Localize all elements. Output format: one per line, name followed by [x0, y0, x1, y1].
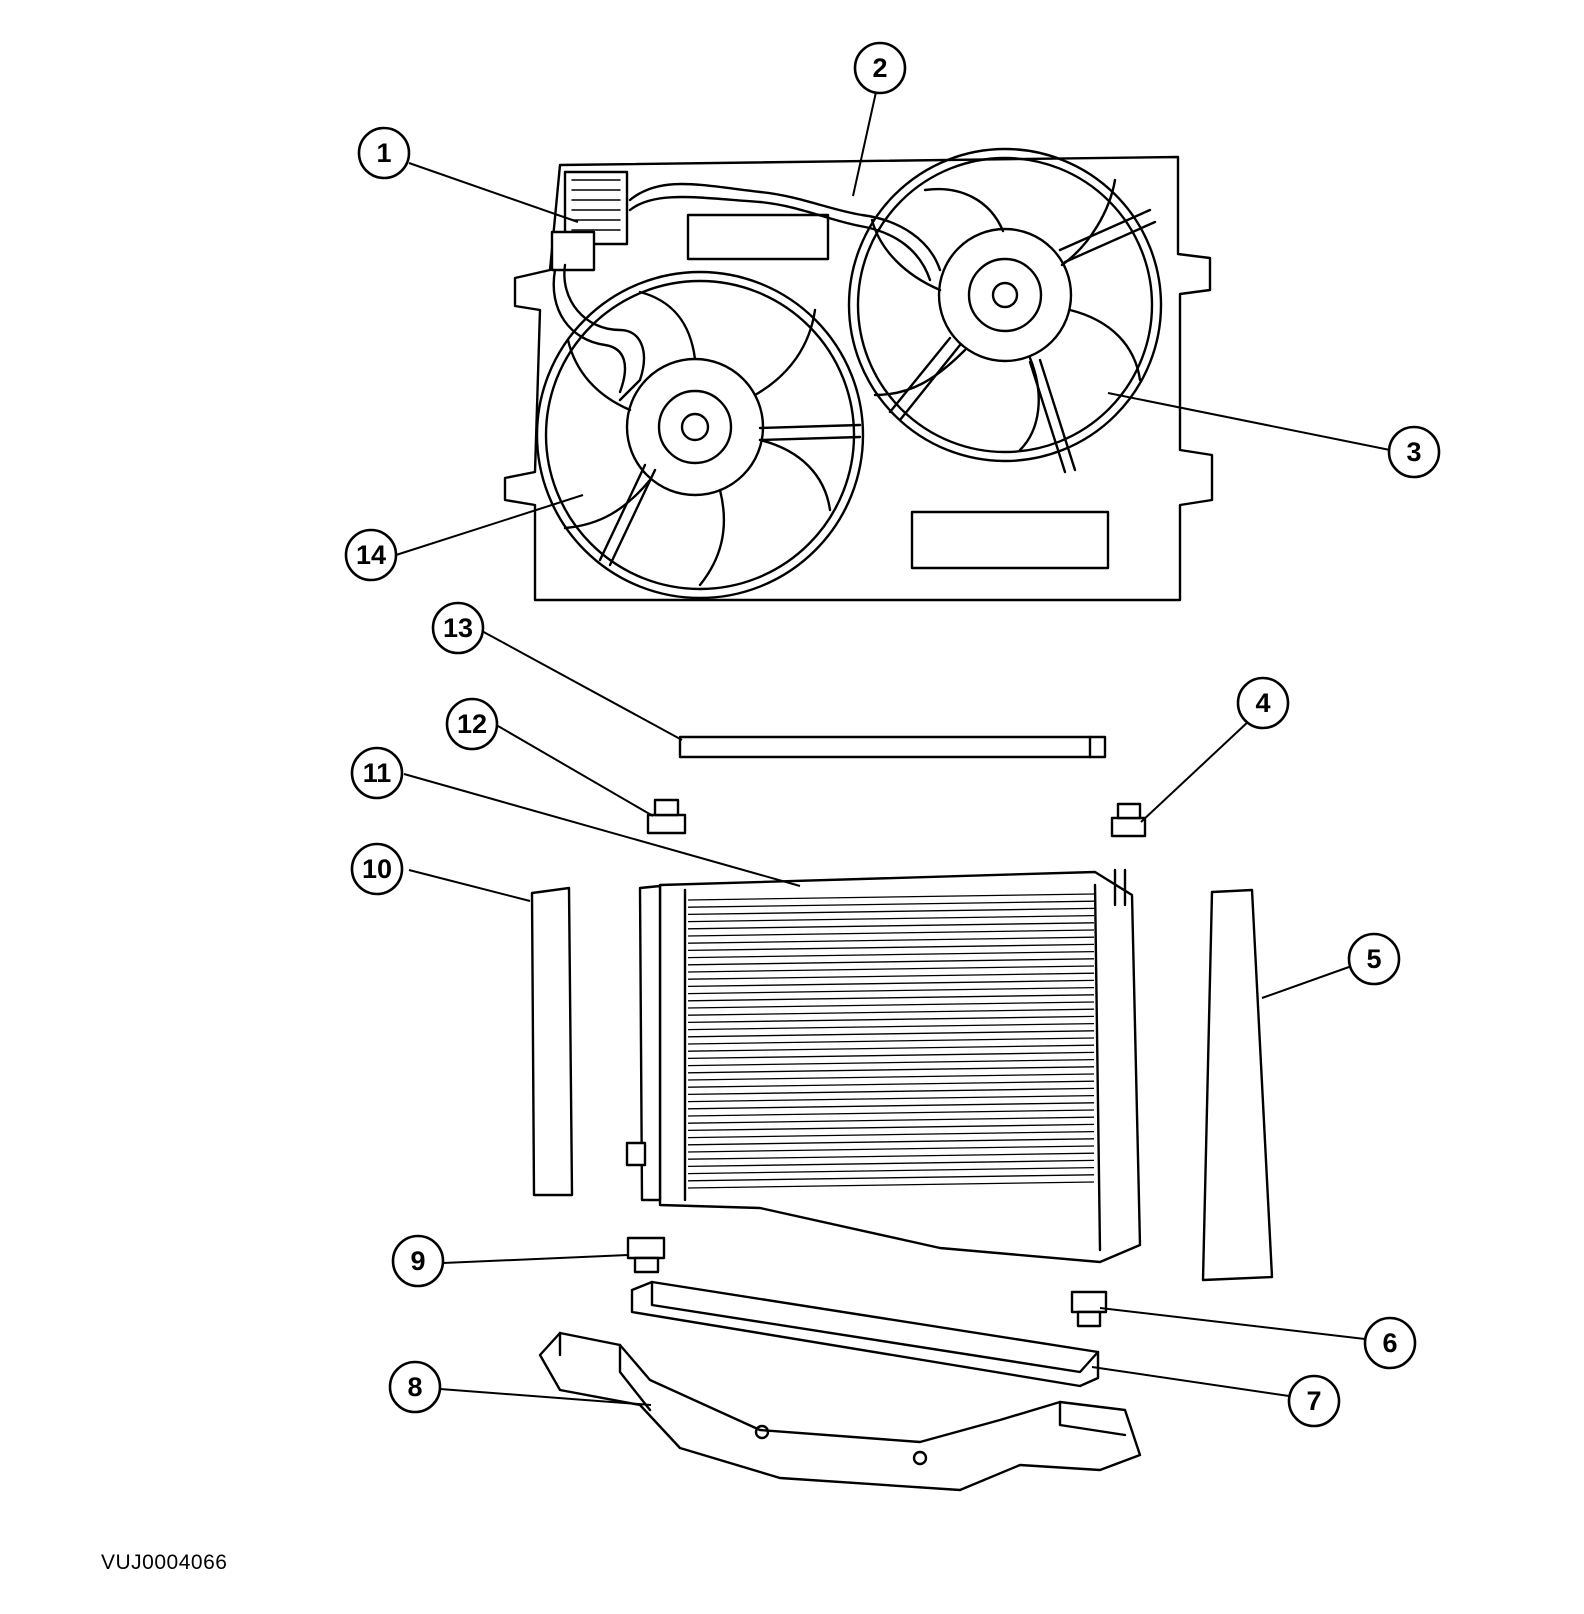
callout-10: 10 [350, 842, 404, 896]
lower-bracket [538, 1331, 1142, 1492]
callout-3-label: 3 [1406, 437, 1421, 467]
lower-right-mount [1070, 1290, 1108, 1328]
callout-12-label: 12 [457, 709, 487, 739]
callout-13-label: 13 [443, 613, 473, 643]
lower-seal [630, 1280, 1100, 1388]
callout-4: 4 [1236, 676, 1290, 730]
callout-6: 6 [1363, 1316, 1417, 1370]
callout-1-label: 1 [376, 138, 391, 168]
callout-5: 5 [1347, 932, 1401, 986]
callout-11-label: 11 [363, 758, 392, 788]
right-side-seal [1201, 888, 1274, 1282]
callout-3: 3 [1387, 425, 1441, 479]
callout-13: 13 [431, 601, 485, 655]
callout-6-label: 6 [1382, 1328, 1397, 1358]
callout-9: 9 [391, 1234, 445, 1288]
callout-5-label: 5 [1366, 944, 1381, 974]
callout-11: 11 [350, 746, 404, 800]
callout-1: 1 [357, 126, 411, 180]
callout-7: 7 [1287, 1374, 1341, 1428]
callout-7-label: 7 [1306, 1386, 1321, 1416]
callout-9-label: 9 [410, 1246, 425, 1276]
lower-left-mount [626, 1236, 666, 1274]
callout-2-label: 2 [872, 53, 887, 83]
condenser [625, 868, 1142, 1264]
callout-8: 8 [388, 1360, 442, 1414]
left-side-seal [530, 886, 574, 1197]
callout-14-label: 14 [356, 540, 386, 570]
fan-shroud-assembly [503, 147, 1214, 602]
callout-4-label: 4 [1255, 688, 1270, 718]
upper-seal [678, 735, 1107, 759]
callout-8-label: 8 [407, 1372, 422, 1402]
callout-10-label: 10 [362, 854, 392, 884]
callout-2: 2 [853, 41, 907, 95]
upper-right-mount [1110, 802, 1147, 838]
callout-12: 12 [445, 697, 499, 751]
figure-id: VUJ0004066 [101, 1551, 228, 1574]
leader-lines [395, 91, 1391, 1406]
callout-14: 14 [344, 528, 398, 582]
upper-left-mount [646, 798, 687, 835]
